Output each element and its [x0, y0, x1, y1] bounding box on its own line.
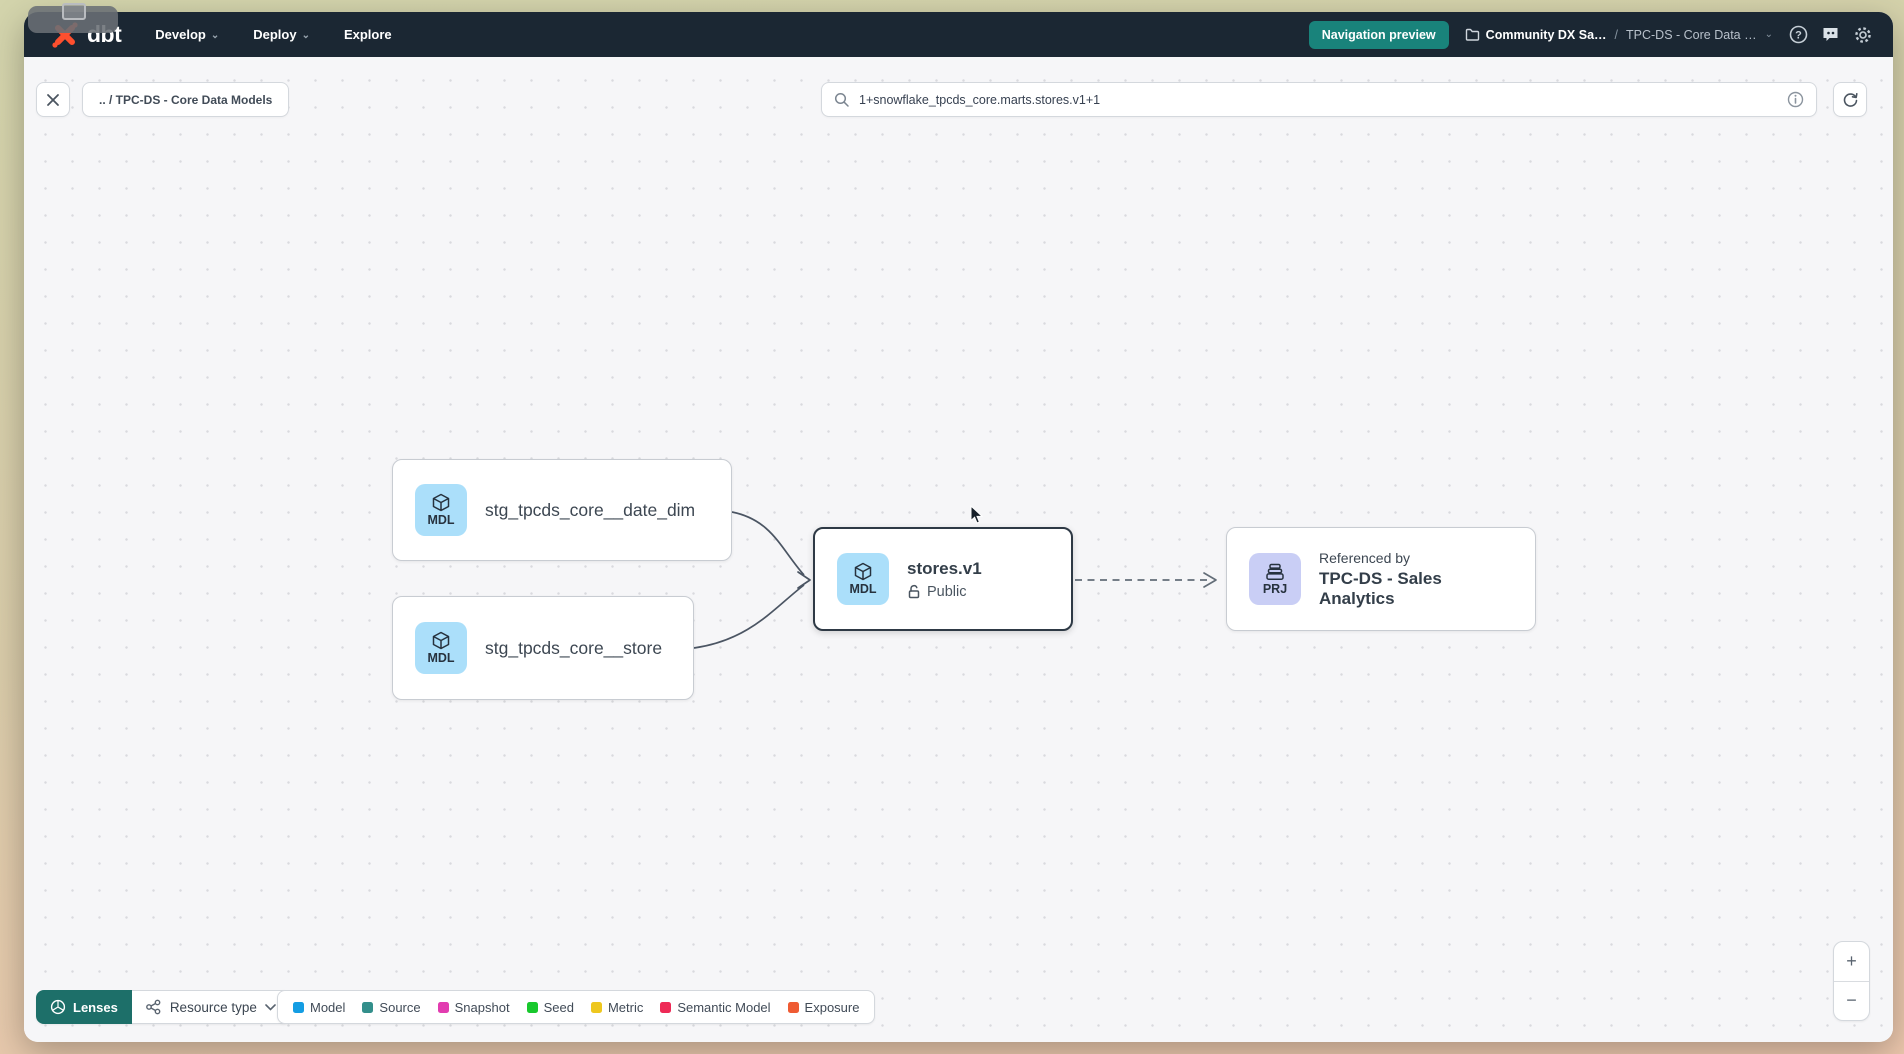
nav-item-explore[interactable]: Explore [344, 27, 392, 42]
legend-label: Model [310, 999, 346, 1015]
legend-item-snapshot: Snapshot [437, 999, 510, 1015]
legend-label: Exposure [804, 999, 860, 1015]
refresh-button[interactable] [1833, 82, 1867, 117]
top-navigation-bar: dbt Develop⌄Deploy⌄Explore Navigation pr… [24, 12, 1893, 57]
nav-item-deploy[interactable]: Deploy ⌄ [253, 27, 310, 42]
nav-item-label: Deploy [253, 27, 297, 42]
badge-label: MDL [427, 651, 455, 665]
model-badge: MDL [837, 553, 889, 605]
breadcrumb-project[interactable]: Community DX Sa… [1465, 28, 1607, 42]
topbar-right: Navigation preview Community DX Sa… / TP… [1308, 20, 1873, 49]
legend-swatch [293, 1001, 304, 1013]
lenses-button[interactable]: Lenses [36, 990, 132, 1024]
gear-icon[interactable] [1853, 25, 1873, 45]
node-stg-tpcds-core-store[interactable]: MDL stg_tpcds_core__store [392, 596, 694, 700]
node-stores-v1-selected[interactable]: MDL stores.v1 Public [813, 527, 1073, 631]
navigation-preview-badge[interactable]: Navigation preview [1308, 20, 1449, 49]
feedback-icon[interactable] [1821, 25, 1840, 44]
legend-label: Metric [607, 999, 644, 1015]
lens-controls: Lenses Resource type [36, 990, 290, 1024]
legend-label: Snapshot [454, 999, 510, 1015]
legend-swatch [590, 1001, 602, 1013]
node-label: stg_tpcds_core__date_dim [485, 499, 696, 520]
svg-text:?: ? [1795, 29, 1802, 41]
node-label: stores.v1 [907, 558, 982, 578]
legend-item-seed: Seed [526, 999, 574, 1015]
model-badge: MDL [415, 622, 467, 674]
legend-swatch [787, 1001, 799, 1013]
node-sublabel: Referenced by [1319, 549, 1411, 566]
legend-swatch [660, 1001, 672, 1013]
folder-icon [1465, 28, 1479, 41]
node-label: TPC-DS - Sales Analytics [1319, 568, 1442, 608]
nav-item-label: Develop [155, 27, 206, 42]
close-icon [47, 93, 59, 106]
lineage-canvas[interactable]: .. / TPC-DS - Core Data Models [24, 57, 1893, 1042]
breadcrumb-separator: / [1614, 27, 1619, 42]
lineage-search[interactable] [821, 82, 1817, 117]
close-button[interactable] [36, 82, 70, 117]
node-stg-tpcds-core-date-dim[interactable]: MDL stg_tpcds_core__date_dim [392, 459, 732, 561]
legend-swatch [437, 1001, 449, 1013]
resource-type-icon [145, 999, 161, 1015]
legend-item-semantic-model: Semantic Model [660, 999, 771, 1015]
legend-item-source: Source [362, 999, 421, 1015]
main-nav: Develop ⌄ Deploy ⌄ Explore [155, 27, 391, 42]
refresh-icon [1843, 93, 1858, 107]
badge-label: MDL [427, 513, 455, 527]
legend-item-model: Model [293, 1000, 345, 1015]
legend-label: Seed [543, 999, 574, 1015]
chevron-down-icon[interactable]: ⌄ [1764, 29, 1773, 40]
access-row: Public [907, 584, 982, 600]
app-window: dbt Develop⌄Deploy⌄Explore Navigation pr… [24, 12, 1893, 1042]
legend-item-exposure: Exposure [787, 999, 860, 1015]
nav-item-develop[interactable]: Develop ⌄ [155, 27, 219, 42]
legend-label: Semantic Model [677, 999, 771, 1015]
cube-icon [432, 493, 450, 512]
dashed-edge-arrowhead [1203, 572, 1217, 588]
topbar-icons: ? [1789, 25, 1873, 45]
cube-icon [432, 631, 450, 650]
zoom-controls: + − [1833, 941, 1870, 1021]
node-referenced-project[interactable]: PRJ Referenced by TPC-DS - Sales Analyti… [1226, 527, 1536, 631]
mini-screen-icon [62, 3, 86, 20]
archive-icon [1266, 563, 1284, 580]
zoom-in-button[interactable]: + [1834, 942, 1869, 982]
mouse-cursor [970, 505, 984, 524]
zoom-out-button[interactable]: − [1846, 990, 1857, 1011]
help-icon[interactable]: ? [1789, 25, 1808, 44]
chevron-down-icon: ⌄ [210, 30, 220, 41]
resource-type-dropdown[interactable]: Resource type [131, 990, 290, 1024]
legend-label: Source [379, 999, 421, 1015]
nav-item-label: Explore [343, 27, 392, 42]
parent-folder-chip[interactable]: .. / TPC-DS - Core Data Models [82, 82, 290, 117]
breadcrumb-project-label: Community DX Sa… [1485, 27, 1607, 42]
chevron-down-icon [265, 1003, 276, 1011]
legend-item-metric: Metric [590, 999, 644, 1015]
legend-swatch [362, 1001, 374, 1013]
search-icon [834, 92, 849, 107]
cube-icon [854, 562, 872, 581]
breadcrumb-section[interactable]: TPC-DS - Core Data … [1626, 27, 1757, 42]
model-badge: MDL [415, 484, 467, 536]
lenses-label: Lenses [73, 999, 118, 1015]
info-icon[interactable] [1787, 91, 1804, 108]
search-input[interactable] [859, 92, 1778, 107]
screen-share-artifact [28, 3, 118, 33]
breadcrumb[interactable]: Community DX Sa… / TPC-DS - Core Data … … [1465, 28, 1773, 42]
resource-type-label: Resource type [169, 999, 257, 1015]
resource-legend: Model Source Snapshot Seed Metric Semantic Mo… [277, 990, 876, 1024]
project-badge: PRJ [1249, 553, 1301, 605]
public-lock-icon [908, 584, 920, 599]
legend-swatch [526, 1001, 538, 1013]
edge-arrowhead [797, 571, 811, 589]
badge-label: MDL [849, 582, 877, 596]
access-label: Public [927, 583, 967, 600]
badge-label: PRJ [1262, 581, 1288, 596]
lenses-icon [50, 999, 66, 1015]
chevron-down-icon: ⌄ [301, 30, 310, 41]
node-label: stg_tpcds_core__store [485, 637, 663, 658]
